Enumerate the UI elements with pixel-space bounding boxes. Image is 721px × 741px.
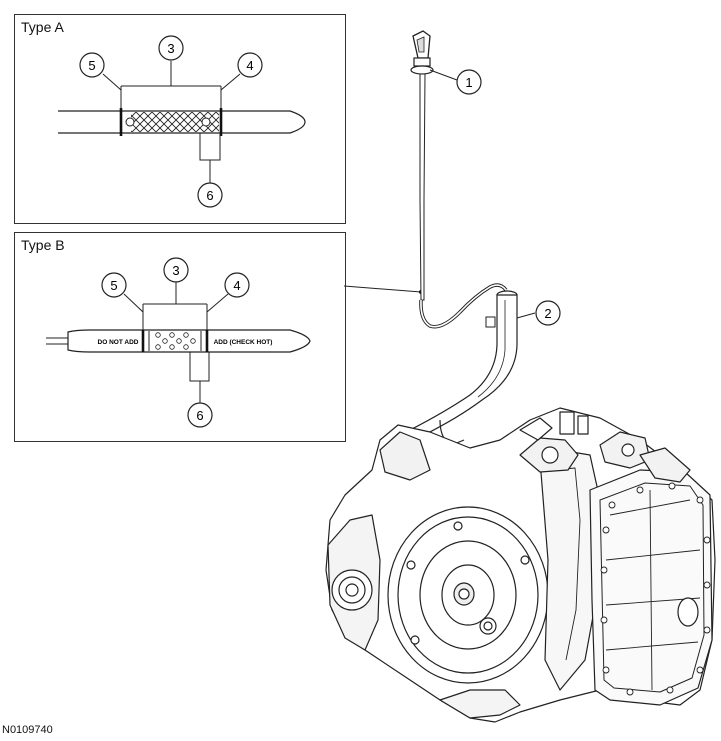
type-a-callout-3: 3 <box>158 35 184 61</box>
add-check-hot-label: ADD (CHECK HOT) <box>214 339 273 346</box>
callout-label: 3 <box>172 263 179 278</box>
callout-label: 2 <box>544 306 551 321</box>
transmission-assembly <box>325 407 716 723</box>
figure-id: N0109740 <box>2 724 53 736</box>
callout-label: 3 <box>167 41 174 56</box>
type-b-blade: DO NOT ADD ADD (CHECK HOT) <box>46 329 311 353</box>
callout-label: 5 <box>110 278 117 293</box>
callout-label: 6 <box>196 408 203 423</box>
type-a-callout-6: 6 <box>197 182 223 208</box>
type-b-title: Type B <box>21 237 65 253</box>
type-a-leaders <box>102 61 241 183</box>
type-a-callout-4: 4 <box>237 52 263 78</box>
callout-label: 4 <box>246 58 253 73</box>
type-b-callout-4: 4 <box>224 272 250 298</box>
filler-tube <box>408 290 518 446</box>
type-a-blade <box>58 108 306 136</box>
type-b-callout-5: 5 <box>101 272 127 298</box>
callout-label: 6 <box>206 188 213 203</box>
detail-pointer-line <box>343 285 422 293</box>
callout-label: 5 <box>88 58 95 73</box>
type-a-title: Type A <box>21 19 64 35</box>
dipstick <box>410 30 508 329</box>
type-b-callout-6: 6 <box>187 402 213 428</box>
callout-2: 2 <box>516 300 561 326</box>
type-a-callout-5: 5 <box>79 52 105 78</box>
callout-1: 1 <box>429 69 482 95</box>
type-b-callout-3: 3 <box>163 257 189 283</box>
callout-label: 4 <box>233 278 240 293</box>
type-b-leaders <box>123 282 229 403</box>
do-not-add-label: DO NOT ADD <box>98 339 139 346</box>
callout-label: 1 <box>465 75 472 90</box>
